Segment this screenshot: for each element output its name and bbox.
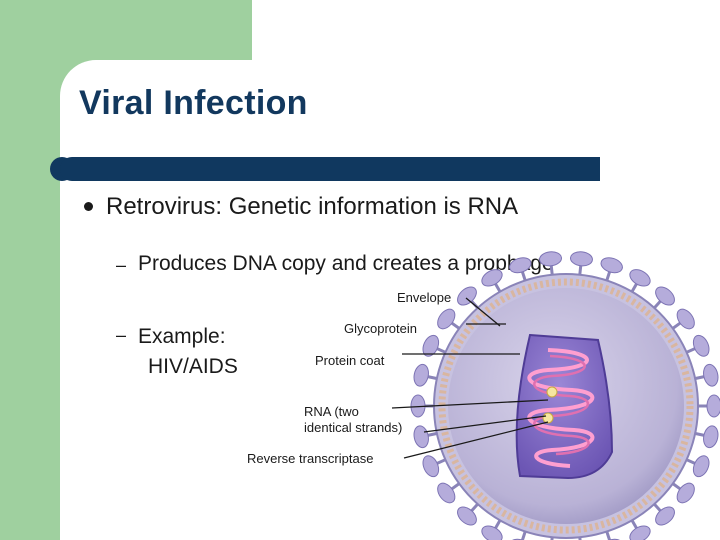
glycoprotein-spike [692,455,710,478]
glycoprotein-spike [457,286,477,306]
reverse-transcriptase-dot [542,412,554,424]
glycoprotein-spike [676,482,695,504]
glycoprotein-spike [692,334,710,357]
glycoprotein-spike [481,525,503,540]
glycoprotein-spike [570,251,593,267]
glycoprotein-spike [703,363,719,387]
sub-bullet-text: Produces DNA copy and creates a prophage [138,252,554,275]
glycoprotein-spike [703,425,719,449]
glycoprotein-spike [437,482,456,504]
rna-strand [527,348,595,468]
sub-bullet-dash: – [116,255,127,275]
label-protein-coat: Protein coat [315,353,385,368]
lipid-layer [438,278,694,534]
glycoprotein-spike [676,308,695,330]
glycoprotein-spike [706,394,720,418]
glycoprotein-spike [457,506,477,526]
glycoprotein-spike [422,455,440,478]
glycoprotein-spike [655,286,675,306]
bullet-dot [84,202,93,211]
sub-bullet-dash: – [116,325,127,345]
label-reverse-transcriptase: Reverse transcriptase [247,451,374,466]
glycoprotein-spike [437,308,456,330]
glycoprotein-spike [422,334,440,357]
label-rna-line1: RNA (two [304,404,359,419]
label-envelope: Envelope [397,290,452,305]
glycoprotein-spike [629,525,651,540]
glycoprotein-spike [413,425,429,449]
slide-title: Viral Infection [79,84,308,122]
rna-strand-second [533,354,590,456]
reverse-transcriptase-dot [546,386,558,398]
example-label: Example: [138,325,226,348]
glycoprotein-spike [655,506,675,526]
glycoprotein-spike [539,251,562,267]
bullet-main-text: Retrovirus: Genetic information is RNA [106,193,519,220]
label-glycoprotein: Glycoprotein [344,321,417,336]
glycoprotein-spike [413,363,429,387]
glycoprotein-spike [629,269,651,287]
label-leader-lines [391,297,549,459]
label-rna: RNA (two identical strands) [304,404,402,436]
example-value: HIV/AIDS [148,355,238,378]
title-divider-bar [60,157,600,181]
label-rna-line2: identical strands) [304,420,403,435]
glycoprotein-spike [600,257,623,274]
glycoprotein-spike [481,269,503,287]
glycoprotein-spike [509,257,532,274]
example-text: Example: HIV/AIDS [138,322,238,382]
